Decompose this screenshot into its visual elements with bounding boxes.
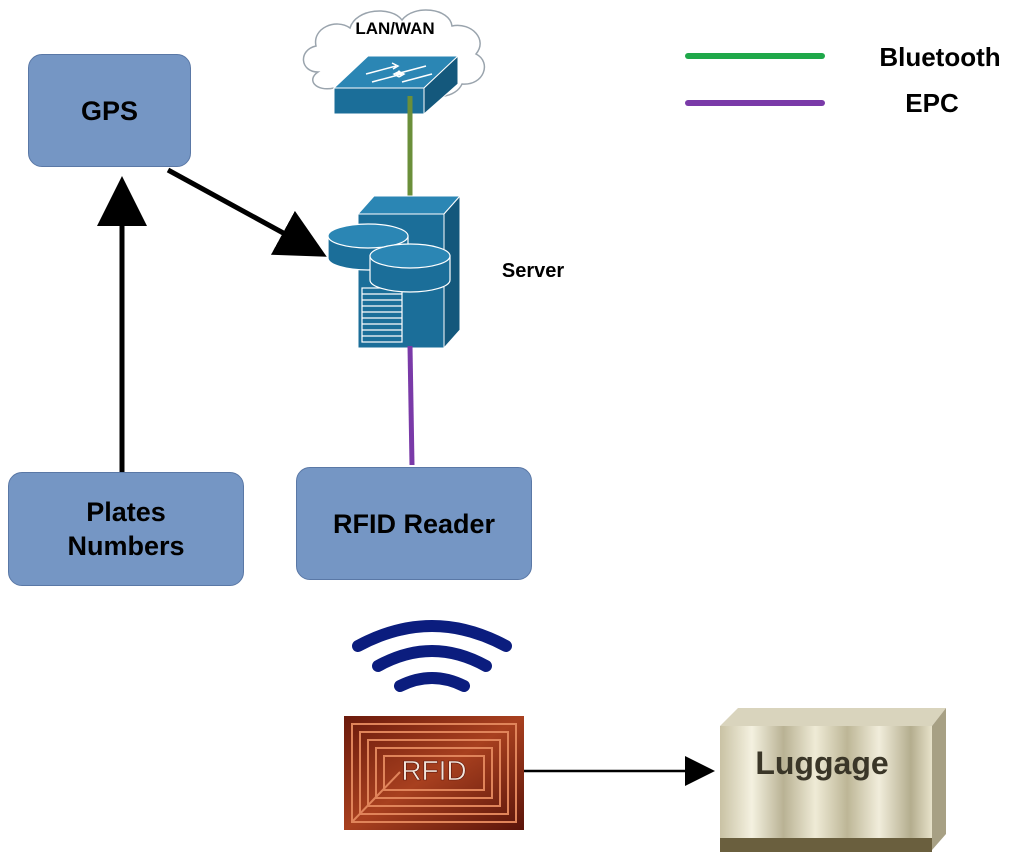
server-label: Server xyxy=(502,260,564,282)
rfid-reader-label: RFID Reader xyxy=(332,508,496,539)
luggage-icon: Luggage xyxy=(720,708,946,852)
plates-label-line2: Numbers xyxy=(67,531,185,561)
gps-label: GPS xyxy=(80,95,139,126)
server-icon xyxy=(327,194,462,350)
gps-node: GPS xyxy=(28,54,191,167)
cloud-label: LAN/WAN xyxy=(355,19,434,38)
plates-label-line1: Plates xyxy=(86,497,166,527)
server-reader-epc-link xyxy=(407,345,415,466)
legend-bluetooth-label: Bluetooth xyxy=(879,42,1000,72)
rfid-reader-node: RFID Reader xyxy=(296,467,532,580)
network-switch-icon xyxy=(332,54,460,116)
rfid-tag-icon: RFID xyxy=(344,716,524,830)
wireless-signal-icon xyxy=(352,620,512,692)
plates-numbers-node: Plates Numbers xyxy=(8,472,244,586)
legend-epc-label: EPC xyxy=(905,88,959,118)
gps-to-server-arrow xyxy=(166,167,327,257)
luggage-label: Luggage xyxy=(755,745,888,781)
rfid-tag-label: RFID xyxy=(401,755,466,786)
